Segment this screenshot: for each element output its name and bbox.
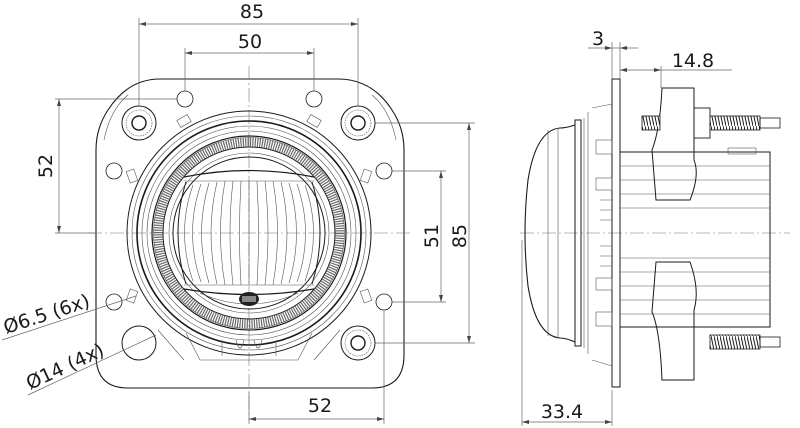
- bracket-bottom: [651, 261, 697, 381]
- dim-overall-width: 85: [240, 1, 264, 23]
- bracket-top: [651, 87, 697, 201]
- hole-small: [105, 162, 123, 180]
- hole-small: [105, 293, 123, 311]
- hole-small: [375, 293, 393, 311]
- hole-small: [375, 162, 393, 180]
- dim-hole-spacing-top: 50: [238, 31, 262, 53]
- outer-housing-ring: [126, 110, 372, 356]
- stud-top: [641, 107, 781, 139]
- heat-sink: [620, 147, 771, 328]
- hole-small: [176, 90, 194, 108]
- mounting-boss-tr: [340, 105, 376, 141]
- dim-stud-offset: 14.8: [672, 50, 714, 72]
- front-view: 85 50 52 51 85 52 Ø6.5 (6x): [1, 1, 475, 424]
- hole-small: [305, 90, 323, 108]
- dim-flange-thickness: 3: [592, 28, 604, 50]
- bottom-connector: [157, 329, 341, 361]
- lens-dome: [524, 124, 576, 343]
- dim-hole-spacing-bottom: 52: [308, 395, 332, 417]
- housing-tabs: [125, 114, 373, 304]
- led-ring: [153, 137, 345, 329]
- mounting-boss-br: [340, 325, 376, 361]
- dim-overall-height: 85: [449, 224, 471, 248]
- reflector-lens: [177, 169, 321, 306]
- side-view: 3 14.8 33.4: [520, 28, 790, 426]
- flange-plate: [611, 78, 621, 388]
- dim-lens-depth: 33.4: [541, 401, 583, 423]
- flange-outline: [95, 78, 405, 389]
- dim-hole-spacing-right: 51: [421, 224, 443, 248]
- stud-bottom: [709, 334, 781, 350]
- hole-large-bl: [121, 325, 157, 361]
- dim-hole-spacing-left: 52: [35, 154, 57, 178]
- mounting-boss-tl: [121, 105, 157, 141]
- callout-large-holes: Ø14 (4x): [23, 339, 108, 394]
- callout-small-holes: Ø6.5 (6x): [1, 290, 93, 339]
